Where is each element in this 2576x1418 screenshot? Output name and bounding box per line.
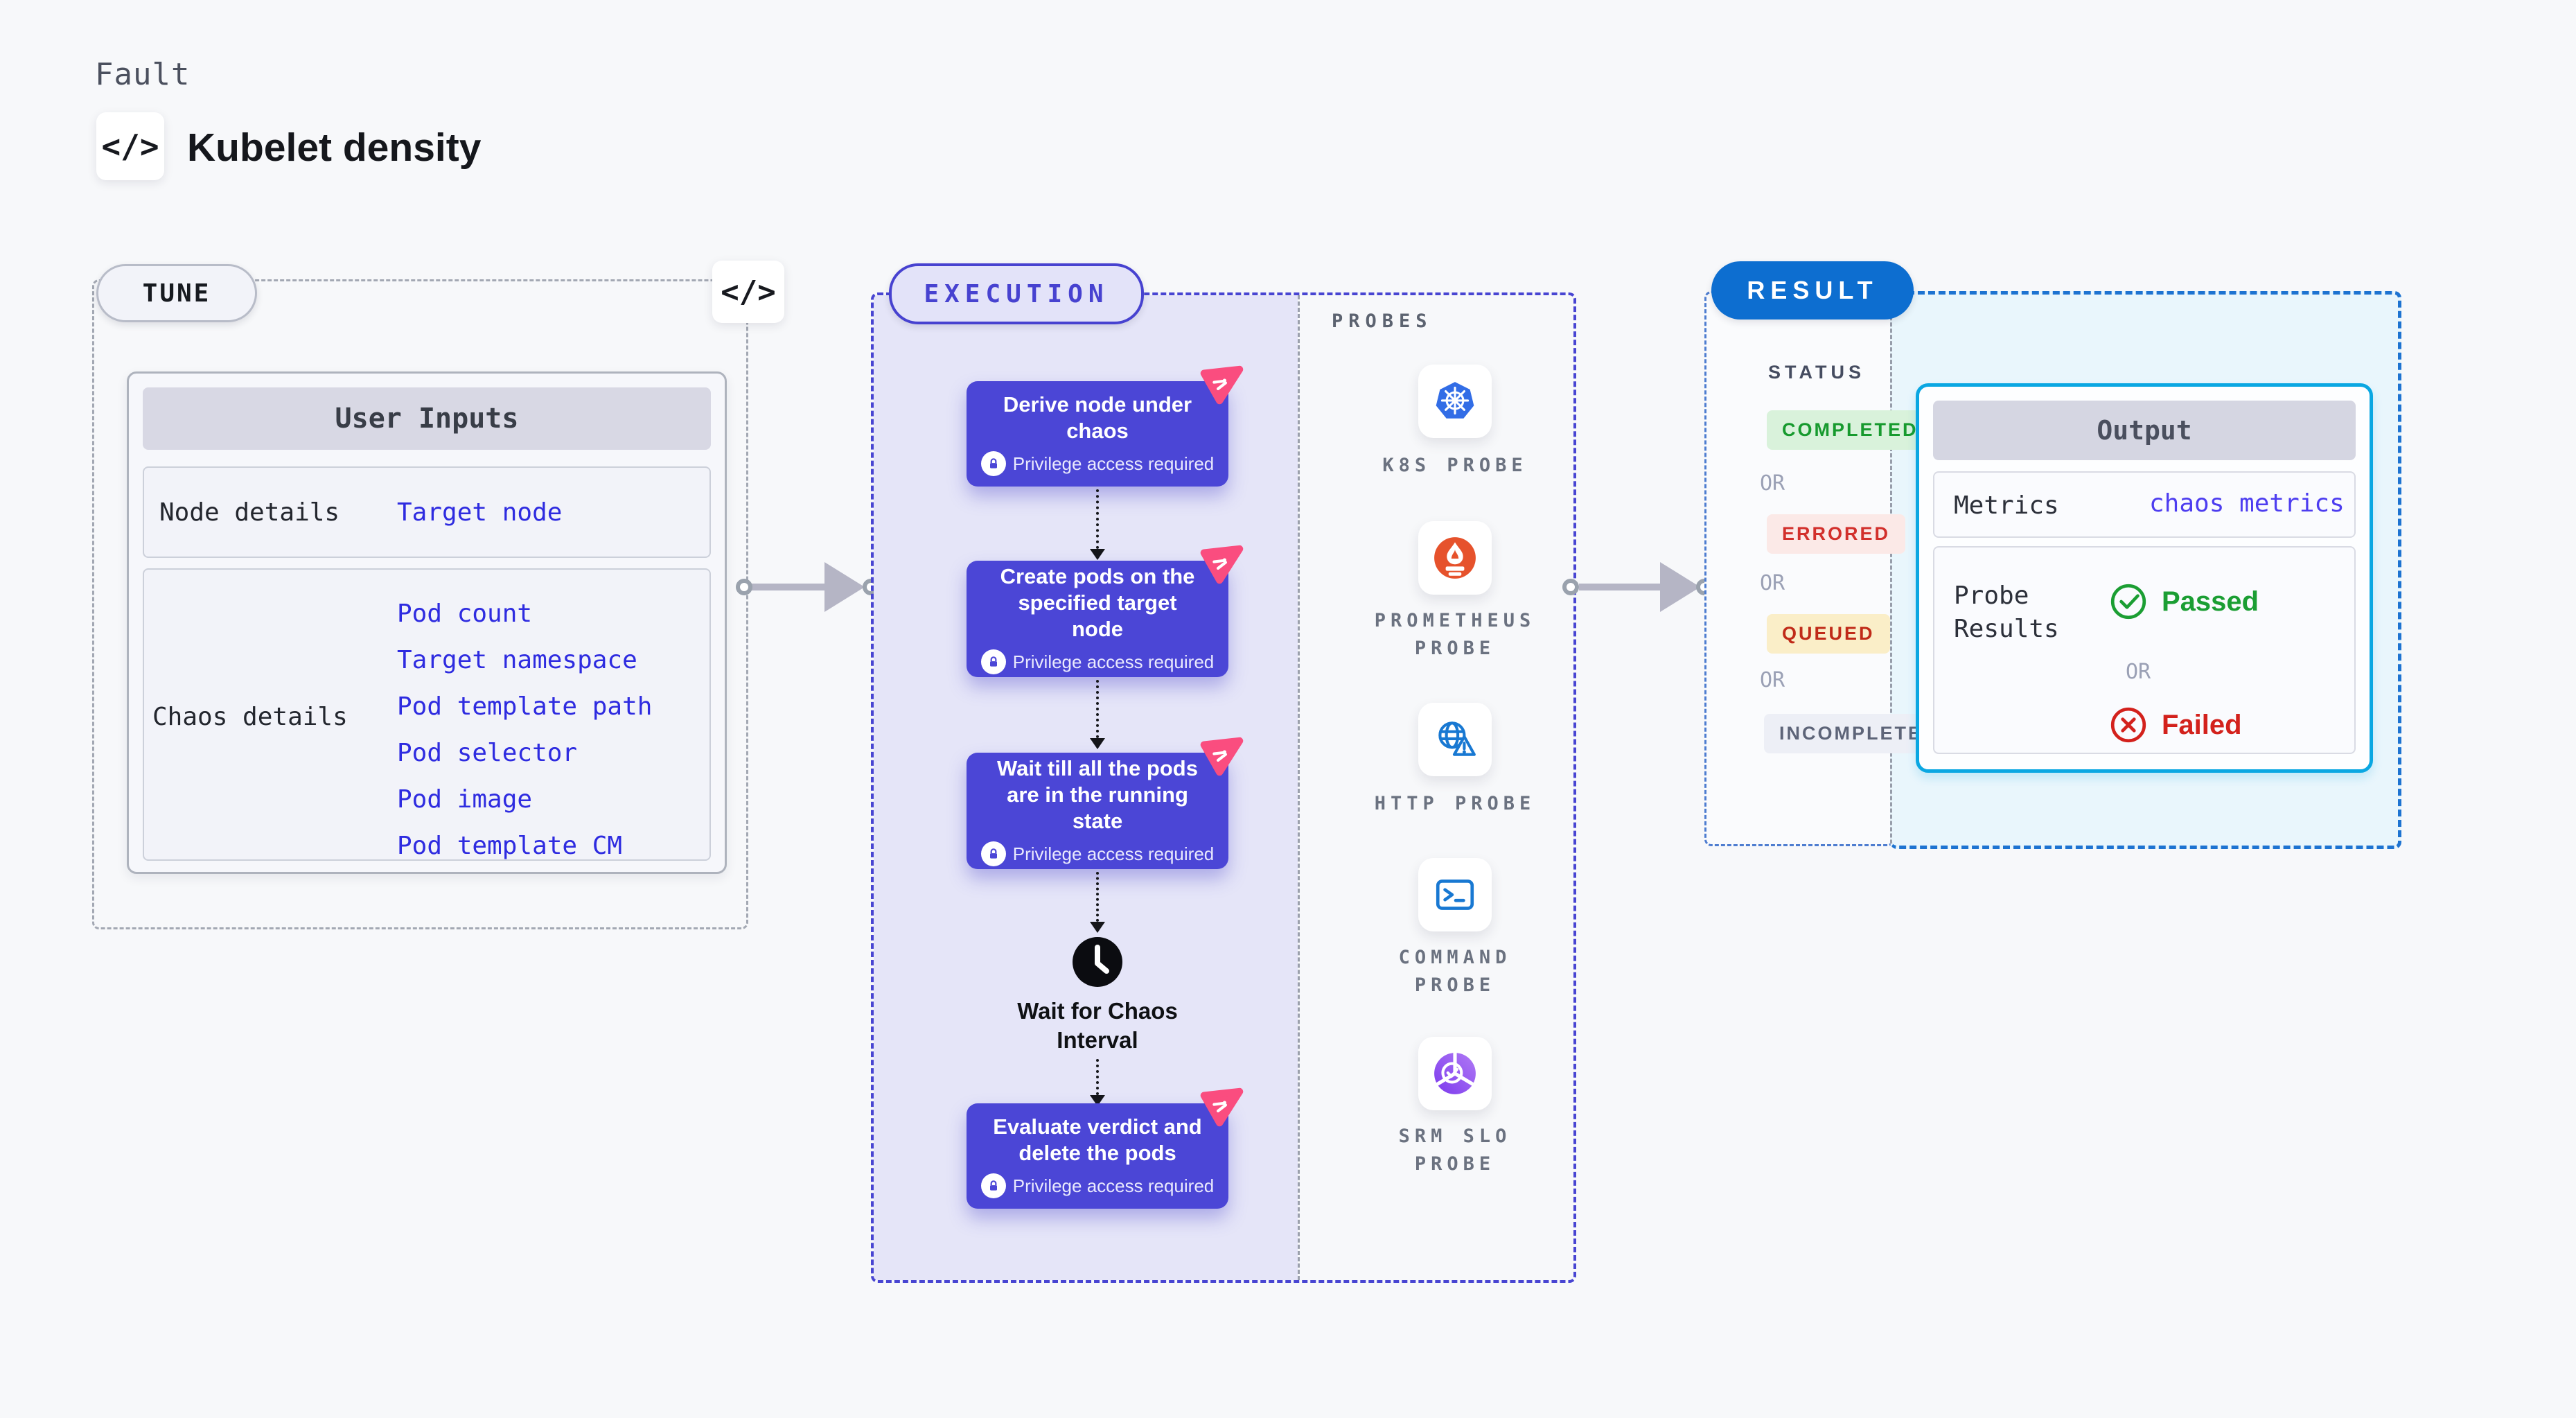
chaos-details-row: Chaos details Pod count Target namespace… (143, 568, 711, 861)
or-separator: OR (1760, 571, 1785, 595)
probes-title: PROBES (1332, 310, 1433, 332)
lock-icon (980, 451, 1006, 476)
chaos-detail-link[interactable]: Pod template path (397, 692, 653, 721)
status-chip-completed: COMPLETED (1767, 410, 1934, 450)
chaos-metrics-link[interactable]: chaos metrics (2149, 489, 2345, 518)
flow-connector (1096, 1059, 1099, 1095)
passed-check-icon (2110, 584, 2146, 620)
failed-x-icon (2110, 707, 2146, 743)
http-icon (1438, 721, 1476, 756)
chaos-detail-link[interactable]: Pod count (397, 599, 533, 628)
failed-label: Failed (2162, 709, 2242, 740)
flow-connector (1096, 489, 1099, 549)
output-header: Output (1933, 401, 2356, 460)
or-separator: OR (2126, 660, 2151, 684)
tune-section-box (92, 279, 748, 929)
prometheus-icon (1434, 537, 1476, 579)
status-chip-errored: ERRORED (1767, 514, 1906, 554)
fault-eyebrow: Fault (95, 57, 191, 92)
srm-slo-probe-item (1418, 1037, 1492, 1110)
chaos-detail-link[interactable]: Pod image (397, 785, 533, 814)
probe-label: SRM SLO PROBE (1398, 1126, 1512, 1175)
probe-results-row: Probe Results Passed OR Failed (1933, 546, 2356, 754)
chaos-detail-link[interactable]: Pod template CM (397, 832, 623, 860)
chaos-interval-label: Wait for Chaos Interval (1017, 998, 1178, 1053)
privilege-note-text: Privilege access required (1012, 651, 1215, 672)
privilege-note: Privilege access required (980, 841, 1215, 866)
chaos-detail-link[interactable]: Target namespace (397, 646, 637, 674)
node-details-row: Node details Target node (143, 466, 711, 558)
probe-label: COMMAND PROBE (1398, 947, 1512, 996)
user-inputs-header: User Inputs (143, 387, 711, 450)
metrics-row: Metrics chaos metrics (1933, 471, 2356, 538)
step-title: Derive node under chaos (1003, 392, 1192, 443)
probe-label: HTTP PROBE (1374, 793, 1536, 814)
code-glyph: </> (721, 274, 776, 310)
privilege-note-text: Privilege access required (1012, 843, 1215, 864)
step-evaluate-verdict: Evaluate verdict and delete the pods Pri… (967, 1087, 1244, 1209)
flow-connector (1096, 872, 1099, 922)
kubernetes-icon (1436, 382, 1474, 419)
target-node-link[interactable]: Target node (397, 498, 563, 527)
privilege-note: Privilege access required (980, 649, 1215, 674)
step-title: Evaluate verdict and delete the pods (993, 1114, 1202, 1165)
probe-label: PROMETHEUS PROBE (1374, 610, 1536, 659)
or-separator: OR (1760, 668, 1785, 692)
step-title: Create pods on the specified target node (1000, 564, 1195, 641)
execution-badge: EXECUTION (889, 263, 1144, 324)
privilege-note-text: Privilege access required (1012, 1175, 1215, 1196)
status-chip-queued: QUEUED (1767, 614, 1890, 654)
tune-badge: TUNE (96, 264, 257, 322)
failed-result: Failed (2109, 706, 2242, 744)
step-wait-pods-running: Wait till all the pods are in the runnin… (967, 737, 1244, 869)
chaos-details-label: Chaos details (152, 703, 348, 731)
probes-divider (1298, 295, 1300, 1280)
privilege-note: Privilege access required (980, 1173, 1215, 1198)
passed-label: Passed (2162, 586, 2259, 617)
title-code-icon: </> (96, 112, 164, 180)
chaos-details-links: Pod count Target namespace Pod template … (397, 590, 652, 869)
flow-connector-arrow (1090, 922, 1105, 933)
user-inputs-card: User Inputs Node details Target node Cha… (127, 371, 727, 874)
result-badge: RESULT (1711, 261, 1914, 320)
k8s-probe-item (1418, 365, 1492, 438)
litmus-chaos-icon (1193, 1080, 1246, 1134)
http-probe-item (1418, 703, 1492, 776)
srm-slo-icon (1434, 1051, 1476, 1094)
privilege-note: Privilege access required (980, 451, 1215, 476)
result-status-box (1704, 291, 1894, 846)
arrow-start-dot (736, 579, 752, 595)
litmus-chaos-icon (1193, 358, 1246, 412)
passed-result: Passed (2109, 582, 2259, 621)
or-separator: OR (1760, 471, 1785, 496)
chaos-interval-clock-icon (1071, 936, 1124, 992)
node-details-label: Node details (159, 498, 340, 527)
page-title: Kubelet density (187, 125, 482, 170)
lock-icon (980, 841, 1006, 866)
flow-connector-arrow (1090, 738, 1105, 749)
lock-icon (980, 1173, 1006, 1198)
metrics-label: Metrics (1954, 491, 2059, 520)
litmus-chaos-icon (1193, 730, 1246, 783)
status-title: STATUS (1768, 362, 1865, 383)
step-derive-node: Derive node under chaos Privilege access… (967, 365, 1244, 487)
tune-code-icon: </> (712, 261, 784, 323)
output-card: Output Metrics chaos metrics Probe Resul… (1916, 383, 2373, 773)
step-title: Wait till all the pods are in the runnin… (997, 756, 1198, 833)
flow-connector (1096, 680, 1099, 738)
arrow-start-dot (1562, 579, 1579, 595)
probe-results-label: Probe Results (1954, 581, 2059, 643)
code-glyph: </> (101, 128, 159, 165)
command-probe-item (1418, 858, 1492, 931)
chaos-detail-link[interactable]: Pod selector (397, 739, 578, 767)
probe-label: K8S PROBE (1382, 455, 1528, 476)
lock-icon (980, 649, 1006, 674)
command-icon (1436, 879, 1474, 910)
prometheus-probe-item (1418, 521, 1492, 595)
privilege-note-text: Privilege access required (1012, 453, 1215, 474)
flow-connector-arrow (1090, 549, 1105, 560)
litmus-chaos-icon (1193, 538, 1246, 591)
step-create-pods: Create pods on the specified target node… (967, 545, 1244, 677)
